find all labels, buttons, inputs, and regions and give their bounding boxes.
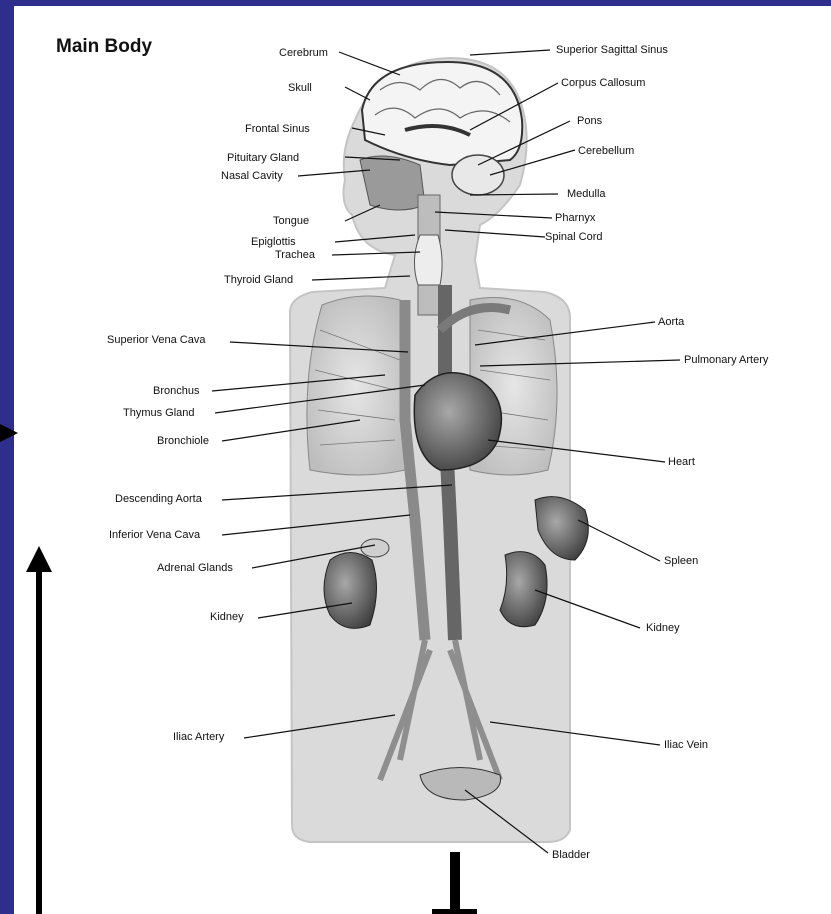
label-corpus-callosum: Corpus Callosum <box>561 77 645 89</box>
label-inferior-vena-cava: Inferior Vena Cava <box>109 529 201 541</box>
label-kidney-right: Kidney <box>646 622 680 634</box>
label-thymus-gland: Thymus Gland <box>123 407 195 419</box>
label-heart: Heart <box>668 456 695 468</box>
label-spleen: Spleen <box>664 555 698 567</box>
vertical-bar-marker <box>450 852 460 914</box>
up-arrow-icon <box>26 546 52 572</box>
label-tongue: Tongue <box>273 215 309 227</box>
label-aorta: Aorta <box>658 316 685 328</box>
label-pituitary-gland: Pituitary Gland <box>227 152 299 164</box>
label-superior-sagittal-sinus: Superior Sagittal Sinus <box>556 44 668 56</box>
label-superior-vena-cava: Superior Vena Cava <box>107 334 206 346</box>
label-adrenal-glands: Adrenal Glands <box>157 562 233 574</box>
label-bronchiole: Bronchiole <box>157 435 209 447</box>
label-bronchus: Bronchus <box>153 385 200 397</box>
label-spinal-cord: Spinal Cord <box>545 231 602 243</box>
label-iliac-vein: Iliac Vein <box>664 739 708 751</box>
label-bladder: Bladder <box>552 849 590 861</box>
label-descending-aorta: Descending Aorta <box>115 493 203 505</box>
neck-structures <box>414 195 442 315</box>
label-iliac-artery: Iliac Artery <box>173 731 225 743</box>
left-pointer-icon <box>0 424 18 442</box>
label-medulla: Medulla <box>567 188 606 200</box>
label-trachea: Trachea <box>275 249 316 261</box>
label-nasal-cavity: Nasal Cavity <box>221 170 283 182</box>
label-skull: Skull <box>288 82 312 94</box>
label-pulmonary-artery: Pulmonary Artery <box>684 354 769 366</box>
label-frontal-sinus: Frontal Sinus <box>245 123 310 135</box>
label-epiglottis: Epiglottis <box>251 236 296 248</box>
label-pons: Pons <box>577 115 603 127</box>
bar-base-marker <box>432 909 477 914</box>
label-kidney-left: Kidney <box>210 611 244 623</box>
label-cerebrum: Cerebrum <box>279 47 328 59</box>
label-cerebellum: Cerebellum <box>578 145 634 157</box>
label-thyroid-gland: Thyroid Gland <box>224 274 293 286</box>
label-pharnyx: Pharnyx <box>555 212 596 224</box>
